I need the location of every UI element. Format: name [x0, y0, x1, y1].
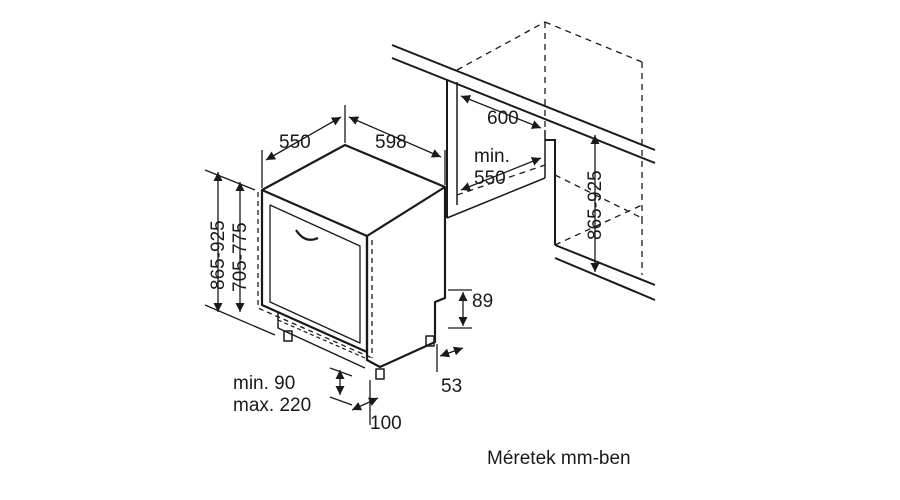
foot-front-right [375, 368, 385, 380]
units-caption: Méretek mm-ben [487, 448, 631, 469]
dishwasher-body [257, 143, 447, 380]
door-handle [295, 229, 319, 241]
label-toe-height: 89 [472, 291, 493, 312]
label-plinth-max: max. 220 [233, 395, 311, 416]
label-niche-width: 600 [487, 108, 519, 129]
label-toe-depth: 53 [441, 376, 462, 397]
label-top-width: 598 [375, 132, 407, 153]
label-niche-depth-value: 550 [474, 168, 506, 189]
label-plinth-depth: 100 [370, 413, 402, 434]
foot-rear-right [425, 335, 435, 347]
label-niche-height: 865-925 [585, 170, 606, 240]
label-niche-depth-min: min. [474, 146, 510, 167]
label-top-depth: 550 [279, 132, 311, 153]
label-plinth-min: min. 90 [233, 373, 295, 394]
label-height-outer: 865-925 [208, 220, 229, 290]
foot-front-left [283, 330, 293, 342]
label-height-inner: 705-775 [230, 222, 251, 292]
kitchen-niche [391, 21, 656, 301]
dimension-lines [204, 95, 600, 425]
